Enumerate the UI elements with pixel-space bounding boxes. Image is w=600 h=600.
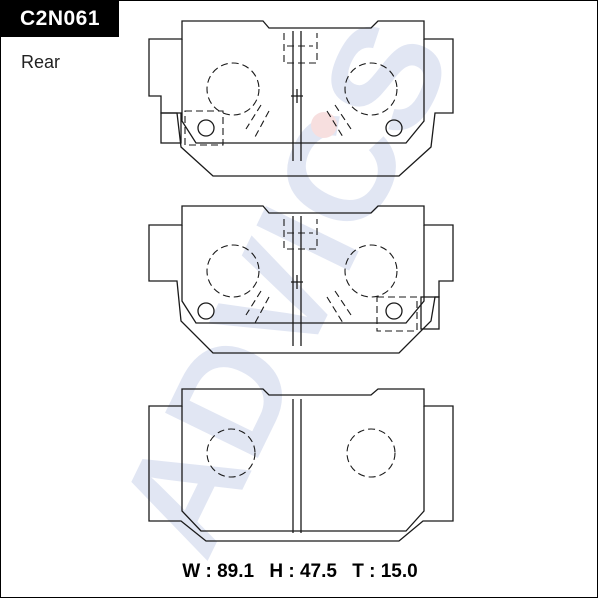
width-dimension: W : 89.1 (182, 561, 255, 582)
advics-watermark: ADVICS (84, 1, 483, 578)
dimension-readout: W : 89.1 H : 47.5 T : 15.0 (1, 561, 599, 583)
brake-pad-2 (148, 205, 454, 354)
brake-pad-1 (148, 20, 454, 177)
thickness-dimension: T : 15.0 (352, 561, 418, 582)
part-code-badge: C2N061 (1, 1, 119, 37)
brake-pad-3 (148, 388, 454, 542)
position-label: Rear (21, 52, 61, 72)
height-dimension: H : 47.5 (269, 561, 337, 582)
svg-text:ADVICS: ADVICS (84, 1, 483, 578)
